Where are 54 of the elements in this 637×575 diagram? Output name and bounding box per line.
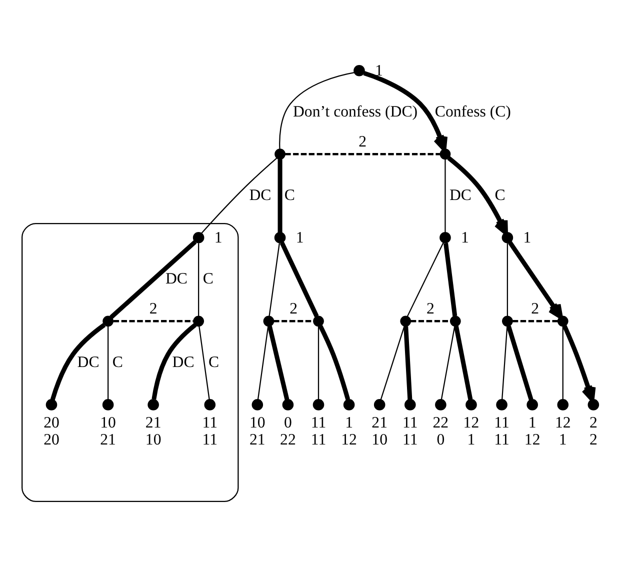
node-label: 11 xyxy=(202,431,218,448)
node-label: 12 xyxy=(554,414,571,432)
edge-label: DC xyxy=(166,270,188,288)
node-label: 2 xyxy=(589,414,598,432)
node-label: 11 xyxy=(310,431,326,448)
node-label: 0 xyxy=(284,414,292,432)
node-label: 20 xyxy=(44,414,60,432)
edge-label: DC xyxy=(449,186,472,204)
node-label: 1 xyxy=(375,62,383,79)
node-label: 0 xyxy=(436,431,445,448)
edge-label: DC xyxy=(172,354,194,371)
node-label: 1 xyxy=(528,414,536,432)
node-label: 1 xyxy=(467,431,476,448)
node-label: 2 xyxy=(589,431,598,448)
edge-label: C xyxy=(208,354,220,371)
node-label: 21 xyxy=(100,431,116,448)
node-label: 21 xyxy=(145,414,162,432)
edge-label: C xyxy=(494,186,506,204)
node-label: 12 xyxy=(463,414,480,432)
node-label: 11 xyxy=(402,414,418,432)
node-label: 1 xyxy=(214,228,222,246)
node-label: 1 xyxy=(523,228,532,246)
edge-label: C xyxy=(284,186,295,204)
node-label: 11 xyxy=(494,431,510,448)
node-label: 1 xyxy=(296,228,304,246)
node-label: 20 xyxy=(44,431,60,448)
edge-label: Don’t confess (DC) xyxy=(292,103,418,120)
edge-label: DC xyxy=(77,354,100,371)
edge-label: Confess (C) xyxy=(434,103,511,120)
node-label: 10 xyxy=(249,414,266,432)
node-label: 1 xyxy=(461,228,469,246)
node-label: 10 xyxy=(372,431,388,448)
edge-label: 2 xyxy=(290,300,298,317)
node-label: 10 xyxy=(145,431,162,448)
node-label: 1 xyxy=(558,431,567,448)
node-label: 12 xyxy=(524,431,540,448)
node-label: 11 xyxy=(402,431,418,448)
node-label: 22 xyxy=(280,431,296,448)
node-label: 10 xyxy=(100,414,116,432)
node-label: 11 xyxy=(310,414,326,432)
edge-label: 2 xyxy=(531,300,540,317)
node-label: 11 xyxy=(202,414,218,432)
node-label: 22 xyxy=(432,414,449,432)
node-label: 21 xyxy=(249,431,266,448)
edge-label: DC xyxy=(249,186,272,204)
node-label: 12 xyxy=(341,431,357,448)
edge-label: C xyxy=(202,270,214,288)
node-label: 11 xyxy=(494,414,510,432)
edge-label: 2 xyxy=(149,300,158,317)
edge-label: 2 xyxy=(426,300,434,317)
node-label: 21 xyxy=(372,414,388,432)
node-label: 1 xyxy=(345,414,354,432)
edge-label: 2 xyxy=(358,132,367,150)
edge-label: C xyxy=(112,354,123,371)
